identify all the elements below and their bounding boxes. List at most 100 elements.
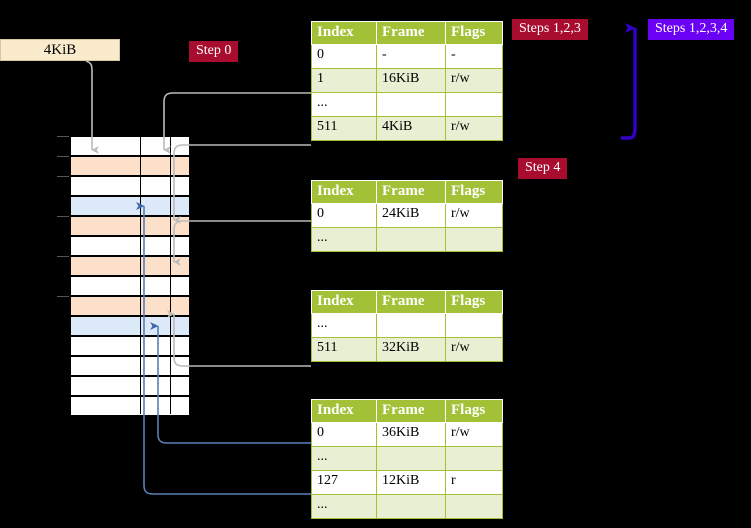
- table-row: 0--: [311, 44, 503, 69]
- memory-row-tick: [57, 216, 69, 217]
- cell-frame: [376, 313, 446, 338]
- cell-index: ...: [311, 446, 377, 471]
- table-header-row: Index Frame Flags: [311, 180, 503, 204]
- cell-frame: 12KiB: [376, 470, 446, 495]
- cell-index: 1: [311, 68, 377, 93]
- cell-frame: [376, 92, 446, 117]
- memory-frame-row: [70, 176, 190, 196]
- cell-index: ...: [311, 92, 377, 117]
- memory-frame-row: [70, 196, 190, 216]
- memory-row-tick: [57, 176, 69, 177]
- table-row: ...: [311, 227, 503, 252]
- cell-index: 0: [311, 422, 377, 447]
- column-header-frame: Frame: [376, 180, 446, 204]
- cell-index: ...: [311, 227, 377, 252]
- table-header-row: Index Frame Flags: [311, 21, 503, 45]
- badge-steps-1-2-3: Steps 1,2,3: [512, 19, 588, 40]
- cell-frame: 16KiB: [376, 68, 446, 93]
- cell-index: ...: [311, 313, 377, 338]
- cell-frame: [376, 494, 446, 519]
- cell-index: 511: [311, 337, 377, 362]
- cell-flags: [445, 494, 503, 519]
- column-header-frame: Frame: [376, 399, 446, 423]
- arrow-table0-row511-to-memory: [173, 144, 311, 224]
- memory-row-tick: [57, 296, 69, 297]
- memory-frame-row: [70, 256, 190, 276]
- memory-row-tick: [57, 136, 69, 137]
- memory-frame-row: [70, 396, 190, 416]
- cell-index: 0: [311, 203, 377, 228]
- badge-step-0: Step 0: [189, 41, 239, 62]
- memory-frame-row: [70, 296, 190, 316]
- memory-column-guide-line: [170, 136, 171, 414]
- cell-flags: [445, 313, 503, 338]
- cell-flags: r/w: [445, 116, 503, 141]
- cell-flags: [445, 227, 503, 252]
- physical-memory-column: [57, 136, 190, 416]
- cell-flags: r: [445, 470, 503, 495]
- memory-frame-row: [70, 136, 190, 156]
- cell-flags: r/w: [445, 68, 503, 93]
- cell-frame: 24KiB: [376, 203, 446, 228]
- column-header-index: Index: [311, 180, 377, 204]
- cell-frame: [376, 227, 446, 252]
- cell-index: 127: [311, 470, 377, 495]
- cell-flags: [445, 446, 503, 471]
- memory-column-guide-line: [140, 136, 141, 414]
- column-header-flags: Flags: [445, 399, 503, 423]
- column-header-frame: Frame: [376, 21, 446, 45]
- column-header-frame: Frame: [376, 290, 446, 314]
- column-header-flags: Flags: [445, 290, 503, 314]
- cell-index: 0: [311, 44, 377, 69]
- cell-flags: r/w: [445, 337, 503, 362]
- arrow-table2-row511-to-memory: [167, 310, 311, 367]
- cell-flags: -: [445, 44, 503, 69]
- frame-size-box: 4KiB: [0, 39, 120, 61]
- cell-frame: 4KiB: [376, 116, 446, 141]
- arrow-table1-row0-to-memory: [173, 220, 311, 266]
- column-header-index: Index: [311, 290, 377, 314]
- column-header-flags: Flags: [445, 21, 503, 45]
- memory-frame-row: [70, 236, 190, 256]
- column-header-index: Index: [311, 21, 377, 45]
- table-row: ...: [311, 313, 503, 338]
- memory-row-tick: [57, 256, 69, 257]
- cell-index: ...: [311, 494, 377, 519]
- cell-flags: r/w: [445, 422, 503, 447]
- column-header-index: Index: [311, 399, 377, 423]
- memory-frame-row: [70, 276, 190, 296]
- cell-frame: 32KiB: [376, 337, 446, 362]
- table-header-row: Index Frame Flags: [311, 290, 503, 314]
- cell-frame: -: [376, 44, 446, 69]
- table-row: ...: [311, 494, 503, 519]
- cell-frame: [376, 446, 446, 471]
- cell-flags: [445, 92, 503, 117]
- memory-frame-row: [70, 376, 190, 396]
- cell-flags: r/w: [445, 203, 503, 228]
- table-row: ...: [311, 446, 503, 471]
- memory-frame-row: [70, 156, 190, 176]
- memory-frame-row: [70, 336, 190, 356]
- arrow-steps-loop: [621, 23, 637, 140]
- memory-row-tick: [57, 156, 69, 157]
- badge-steps-1-2-3-4: Steps 1,2,3,4: [648, 19, 735, 40]
- column-header-flags: Flags: [445, 180, 503, 204]
- table-header-row: Index Frame Flags: [311, 399, 503, 423]
- memory-frame-row: [70, 356, 190, 376]
- table-row: ...: [311, 92, 503, 117]
- memory-frame-row: [70, 316, 190, 336]
- cell-index: 511: [311, 116, 377, 141]
